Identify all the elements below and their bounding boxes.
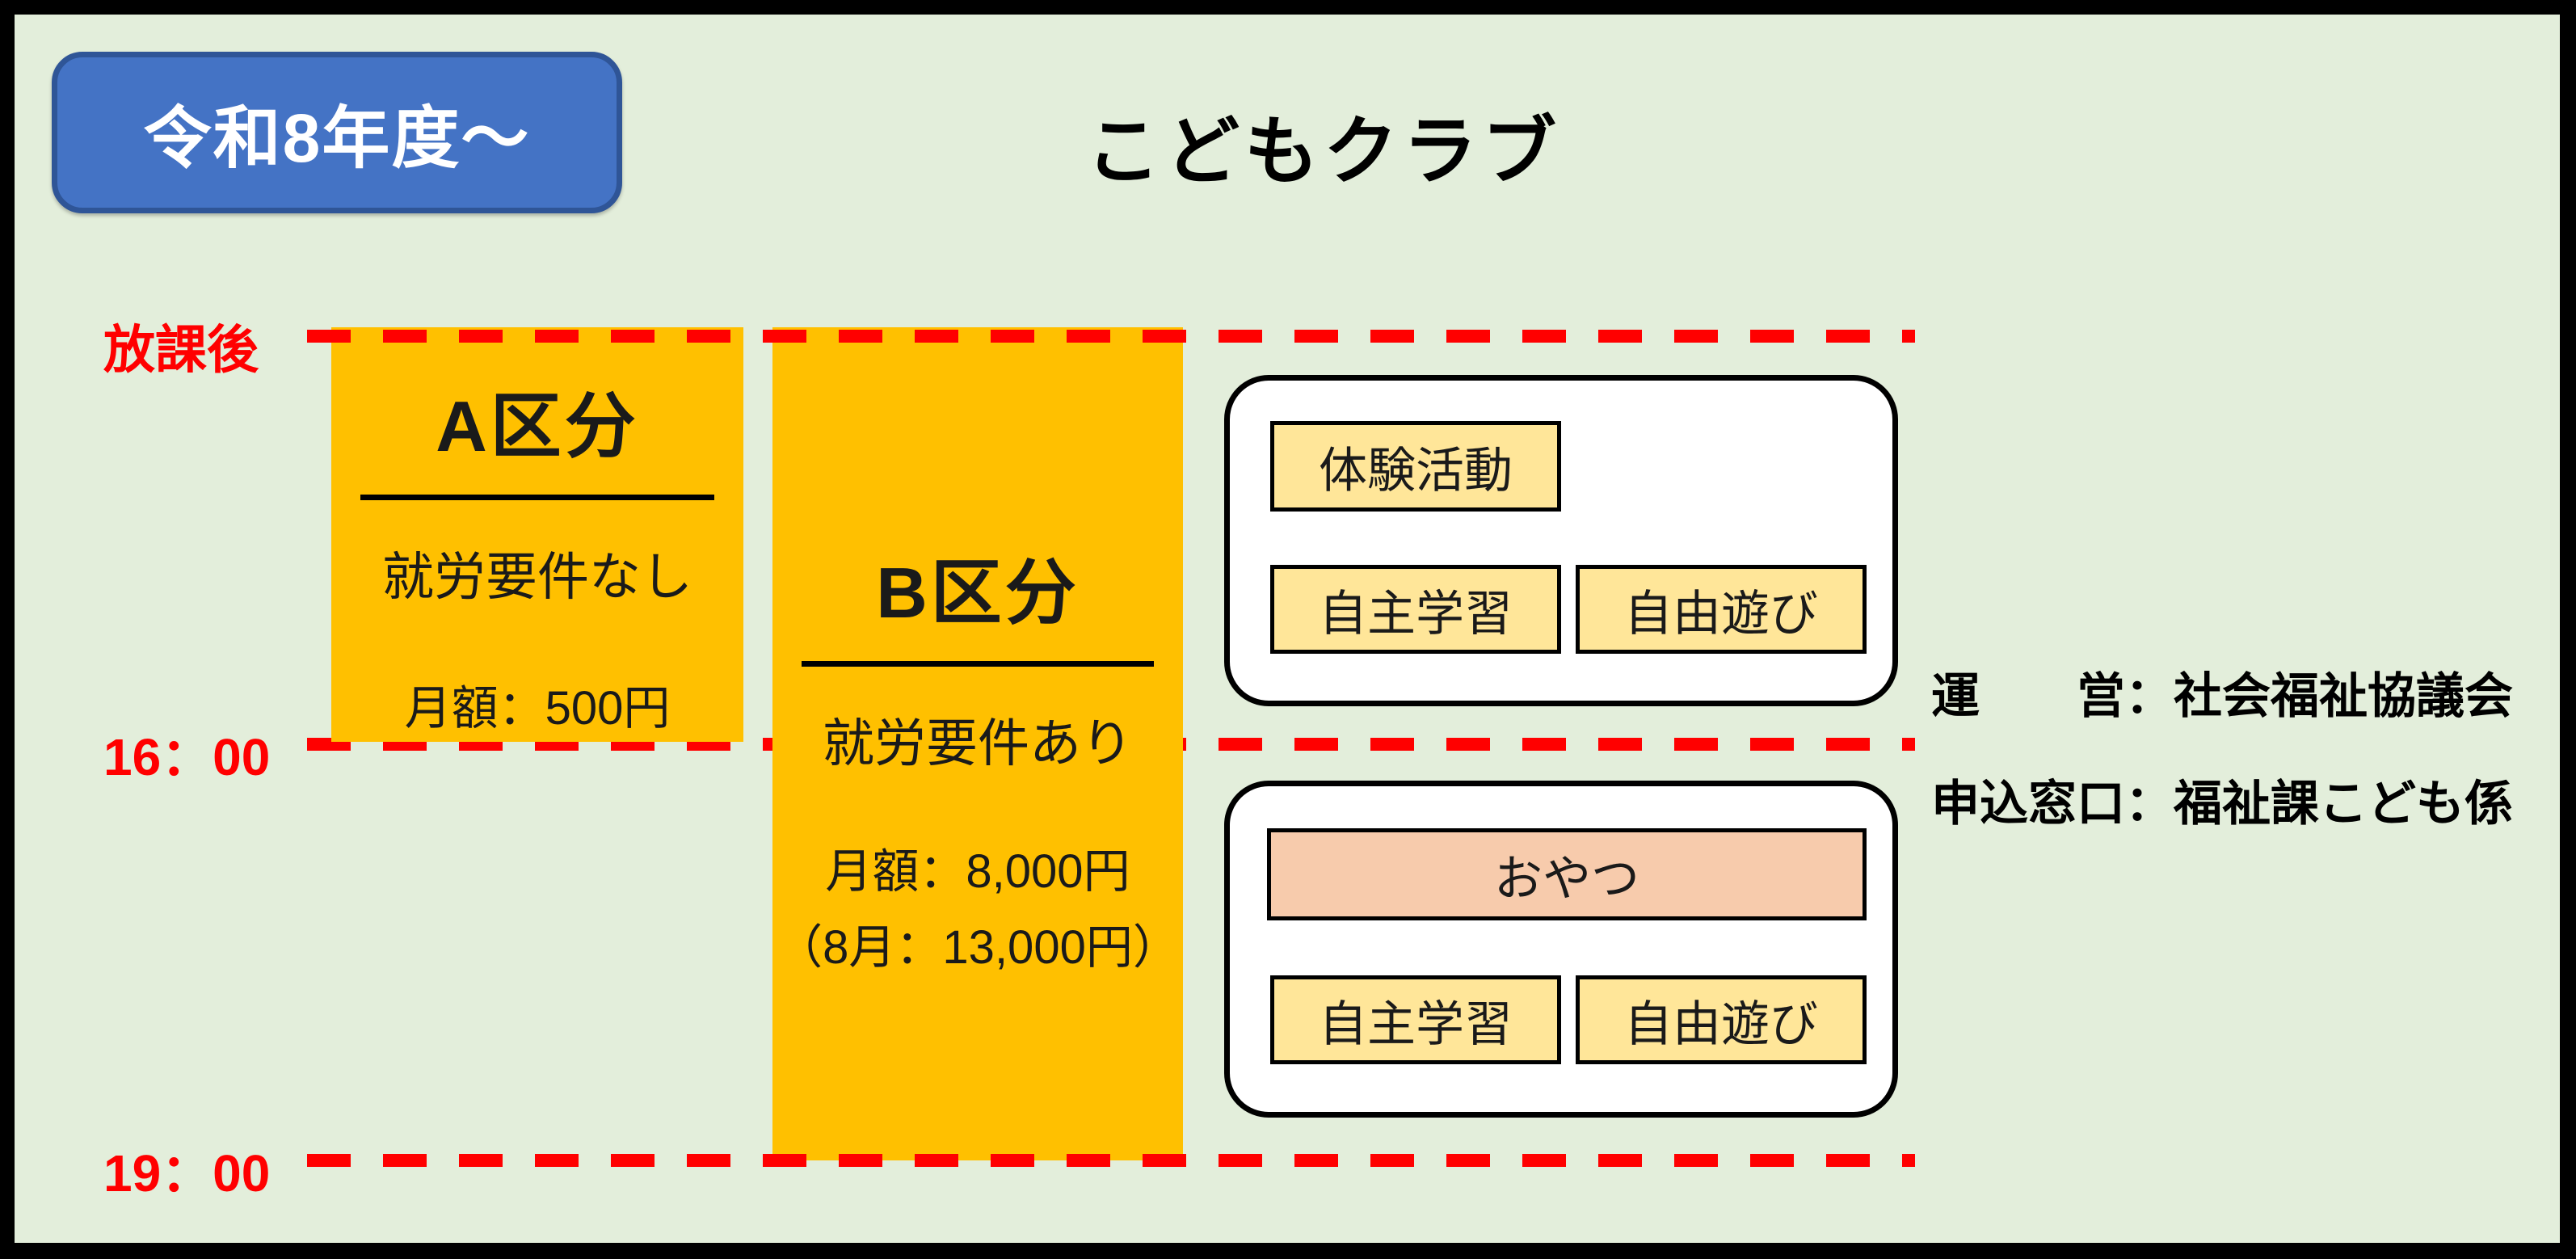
operator-info: 運 営：社会福祉協議会 [1931,669,2513,723]
chip-jiyu-asobi-afternoon-label: 自由遊び [1624,586,1818,641]
application-window-info: 申込窓口：福祉課こども係 [1931,777,2513,831]
category-b-requirement: 就労要件あり [823,714,1133,773]
category-b-fee-august: （8月：13,000円） [776,921,1180,974]
category-a-box: A区分 就労要件なし 月額：500円 [331,327,743,742]
chip-jishu-gakushu-afternoon: 自主学習 [1270,565,1561,654]
chip-jishu-gakushu-evening-label: 自主学習 [1319,996,1513,1051]
category-b-fee: 月額：8,000円 [825,845,1130,898]
category-a-fee: 月額：500円 [404,682,671,735]
chip-jiyu-asobi-afternoon: 自由遊び [1576,565,1867,654]
time-label-1600: 16：00 [103,728,271,786]
evening-activities-panel: おやつ 自主学習 自由遊び [1224,781,1898,1118]
chip-jiyu-asobi-evening-label: 自由遊び [1624,996,1818,1051]
chip-taiken-katsudo-label: 体験活動 [1319,443,1513,498]
fiscal-year-badge-label: 令和8年度～ [143,99,531,176]
fiscal-year-badge: 令和8年度～ [52,52,622,213]
category-b-divider [801,661,1155,667]
category-b-box: B区分 就労要件あり 月額：8,000円 （8月：13,000円） [772,327,1183,1160]
chip-jiyu-asobi-evening: 自由遊び [1576,975,1867,1064]
time-label-after-school: 放課後 [103,321,259,379]
chip-jishu-gakushu-evening: 自主学習 [1270,975,1561,1064]
category-a-requirement: 就労要件なし [382,548,692,606]
chip-oyatsu-label: おやつ [1494,851,1639,906]
dashed-line-1900 [307,1154,1915,1167]
chip-oyatsu: おやつ [1267,828,1867,920]
category-a-divider [360,495,715,500]
chip-jishu-gakushu-afternoon-label: 自主学習 [1319,586,1513,641]
chip-taiken-katsudo: 体験活動 [1270,421,1561,512]
category-b-title: B区分 [876,553,1080,633]
time-label-1900: 19：00 [103,1144,271,1202]
dashed-line-after-school [307,330,1915,343]
afternoon-activities-panel: 体験活動 自主学習 自由遊び [1224,375,1898,706]
category-a-title: A区分 [436,386,639,466]
diagram-canvas: 令和8年度～ こどもクラブ 放課後 16：00 19：00 A区分 就労要件なし… [15,15,2560,1243]
page-title: こどもクラブ [1085,111,1561,193]
